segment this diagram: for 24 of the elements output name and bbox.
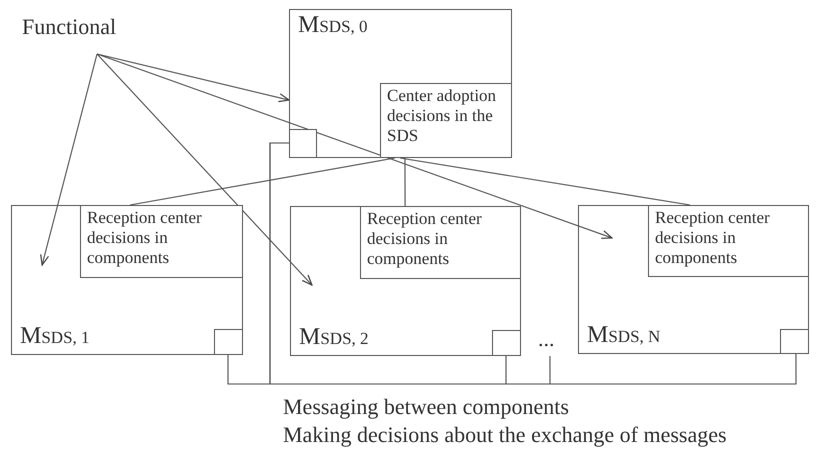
connector-line: [130, 157, 396, 206]
arrow: [96, 53, 613, 239]
decision-box: Reception center decisions in components: [360, 206, 521, 279]
ellipsis: ...: [538, 326, 564, 356]
functional-label: Functional: [22, 14, 132, 54]
arrow: [40, 54, 98, 266]
decision-box: Reception center decisions in components: [80, 205, 243, 278]
port-square: [289, 129, 317, 158]
arrow: [96, 54, 313, 286]
port-square: [780, 329, 809, 354]
decision-box: Center adoption decisions in the SDS: [380, 83, 512, 158]
connector-line: [269, 142, 797, 385]
arrow: [96, 53, 290, 102]
connector-line: [400, 157, 690, 206]
module-box: [11, 205, 243, 355]
module-box: [578, 205, 809, 354]
port-square: [492, 330, 521, 356]
note-text: Making decisions about the exchange of messages: [283, 422, 727, 448]
note-text: Messaging between components: [283, 394, 569, 420]
decision-box: Reception center decisions in components: [648, 205, 809, 277]
module-box: [289, 9, 512, 158]
port-square: [214, 329, 243, 355]
connector-line: [404, 158, 406, 206]
module-box: [290, 206, 521, 356]
